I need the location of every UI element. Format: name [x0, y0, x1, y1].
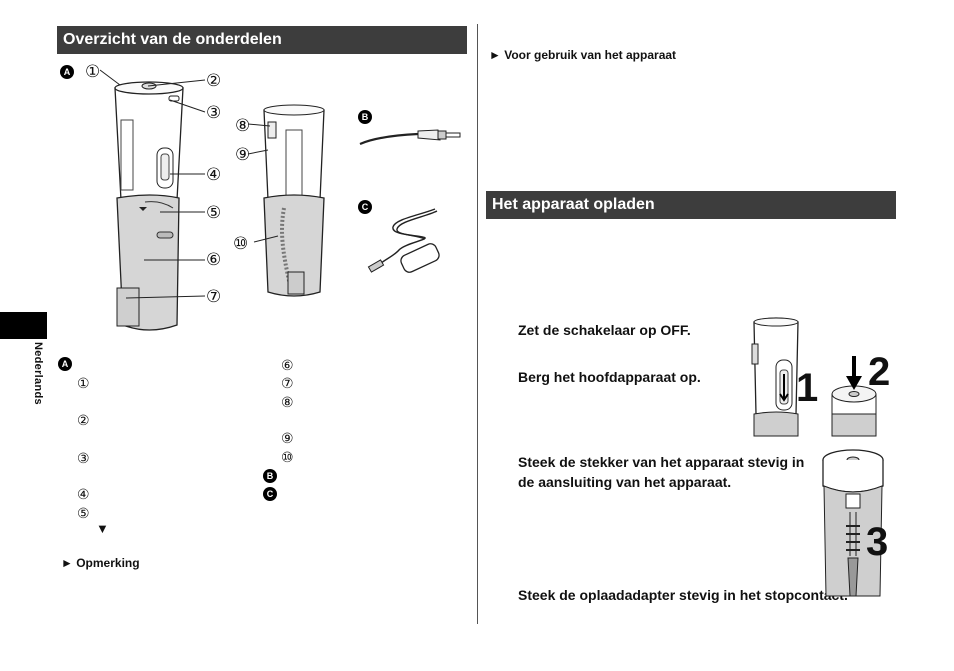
note-heading: ► Opmerking — [61, 556, 140, 570]
figure-badge-a: A — [60, 65, 74, 79]
legend-item-1: ① — [77, 375, 90, 391]
legend-item-5: ⑤ — [77, 505, 90, 521]
legend-item-4: ④ — [77, 486, 90, 502]
callout-9: ⑨ — [235, 145, 251, 164]
main-unit-illustration — [114, 81, 184, 331]
legend-arrow-down-icon: ▼ — [96, 521, 109, 536]
callout-3: ③ — [206, 103, 222, 122]
callout-6: ⑥ — [206, 250, 222, 269]
legend-item-8: ⑧ — [281, 394, 294, 410]
before-use-note: ► Voor gebruik van het apparaat — [489, 48, 677, 62]
illustration-step-number-2: 2 — [868, 350, 891, 394]
legend-item-7: ⑦ — [281, 375, 294, 391]
language-tab-label: Nederlands — [32, 342, 44, 405]
legend-badge-a: A — [58, 357, 72, 371]
legend-item-6: ⑥ — [281, 357, 294, 373]
insert-plug-illustration — [822, 449, 884, 597]
step-store-main-unit: Berg het hoofdapparaat op. — [518, 369, 701, 385]
callout-1: ① — [85, 62, 101, 81]
legend-badge-b: B — [263, 469, 277, 483]
callout-4: ④ — [206, 165, 222, 184]
figure-badge-c: C — [358, 200, 372, 214]
column-divider — [477, 24, 478, 624]
callout-5: ⑤ — [206, 203, 222, 222]
legend-item-2: ② — [77, 412, 90, 428]
legend-badge-c: C — [263, 487, 277, 501]
illustration-step-number-3: 3 — [866, 520, 889, 564]
nozzle-illustration — [359, 129, 461, 146]
parts-overview-heading: Overzicht van de onderdelen — [57, 26, 467, 54]
illustration-step-number-1: 1 — [796, 366, 819, 410]
tank-unit-illustration — [263, 104, 325, 297]
language-tab-marker — [0, 312, 47, 339]
store-unit-illustration — [751, 317, 877, 437]
legend-item-10: ⑩ — [281, 449, 294, 465]
legend-item-9: ⑨ — [281, 430, 294, 446]
legend-item-3: ③ — [77, 450, 90, 466]
figure-badge-b: B — [358, 110, 372, 124]
callout-7: ⑦ — [206, 287, 222, 306]
callout-8: ⑧ — [235, 116, 251, 135]
step-insert-plug: Steek de stekker van het apparaat stevig… — [518, 454, 805, 490]
callout-2: ② — [206, 71, 222, 90]
callout-10: ⑩ — [233, 234, 249, 253]
callout-leaders-tank — [247, 123, 279, 243]
charging-heading: Het apparaat opladen — [486, 191, 896, 219]
charging-adapter-illustration — [367, 208, 440, 273]
step-switch-off: Zet de schakelaar op OFF. — [518, 322, 691, 338]
callout-leaders-a — [99, 69, 206, 299]
step-plug-adapter: Steek de oplaadadapter stevig in het sto… — [518, 587, 848, 603]
